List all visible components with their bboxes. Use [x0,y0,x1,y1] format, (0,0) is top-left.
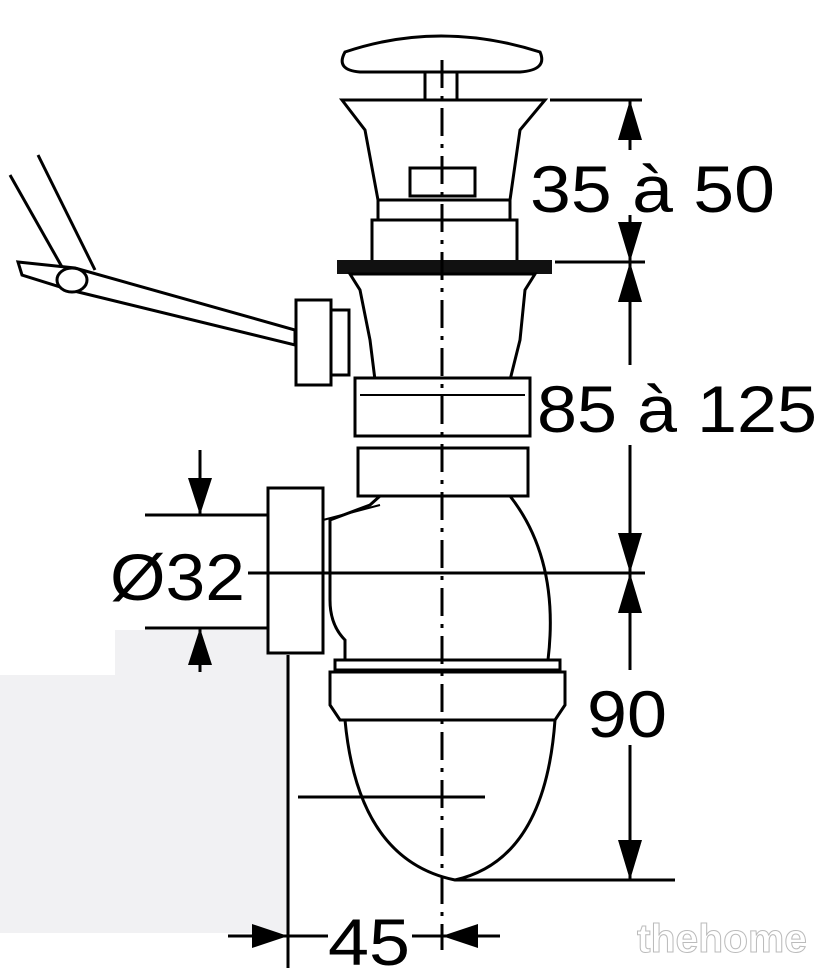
dimension-tailpiece-height: 85 à 125 [537,372,817,446]
dimension-trap-depth: 90 [587,677,667,751]
trap-bowl [266,486,567,882]
plug-cap [340,34,544,102]
watermark: thehome [637,917,807,961]
dimension-overflow-height: 35 à 50 [530,152,775,226]
tailpiece [294,272,538,498]
dimension-outlet-diameter: Ø32 [110,540,245,614]
pop-up-lever-rod [8,154,297,347]
background-panel [0,630,290,933]
dimension-lines [145,98,675,968]
dimension-outlet-offset: 45 [328,905,410,978]
drain-flange [337,98,552,274]
